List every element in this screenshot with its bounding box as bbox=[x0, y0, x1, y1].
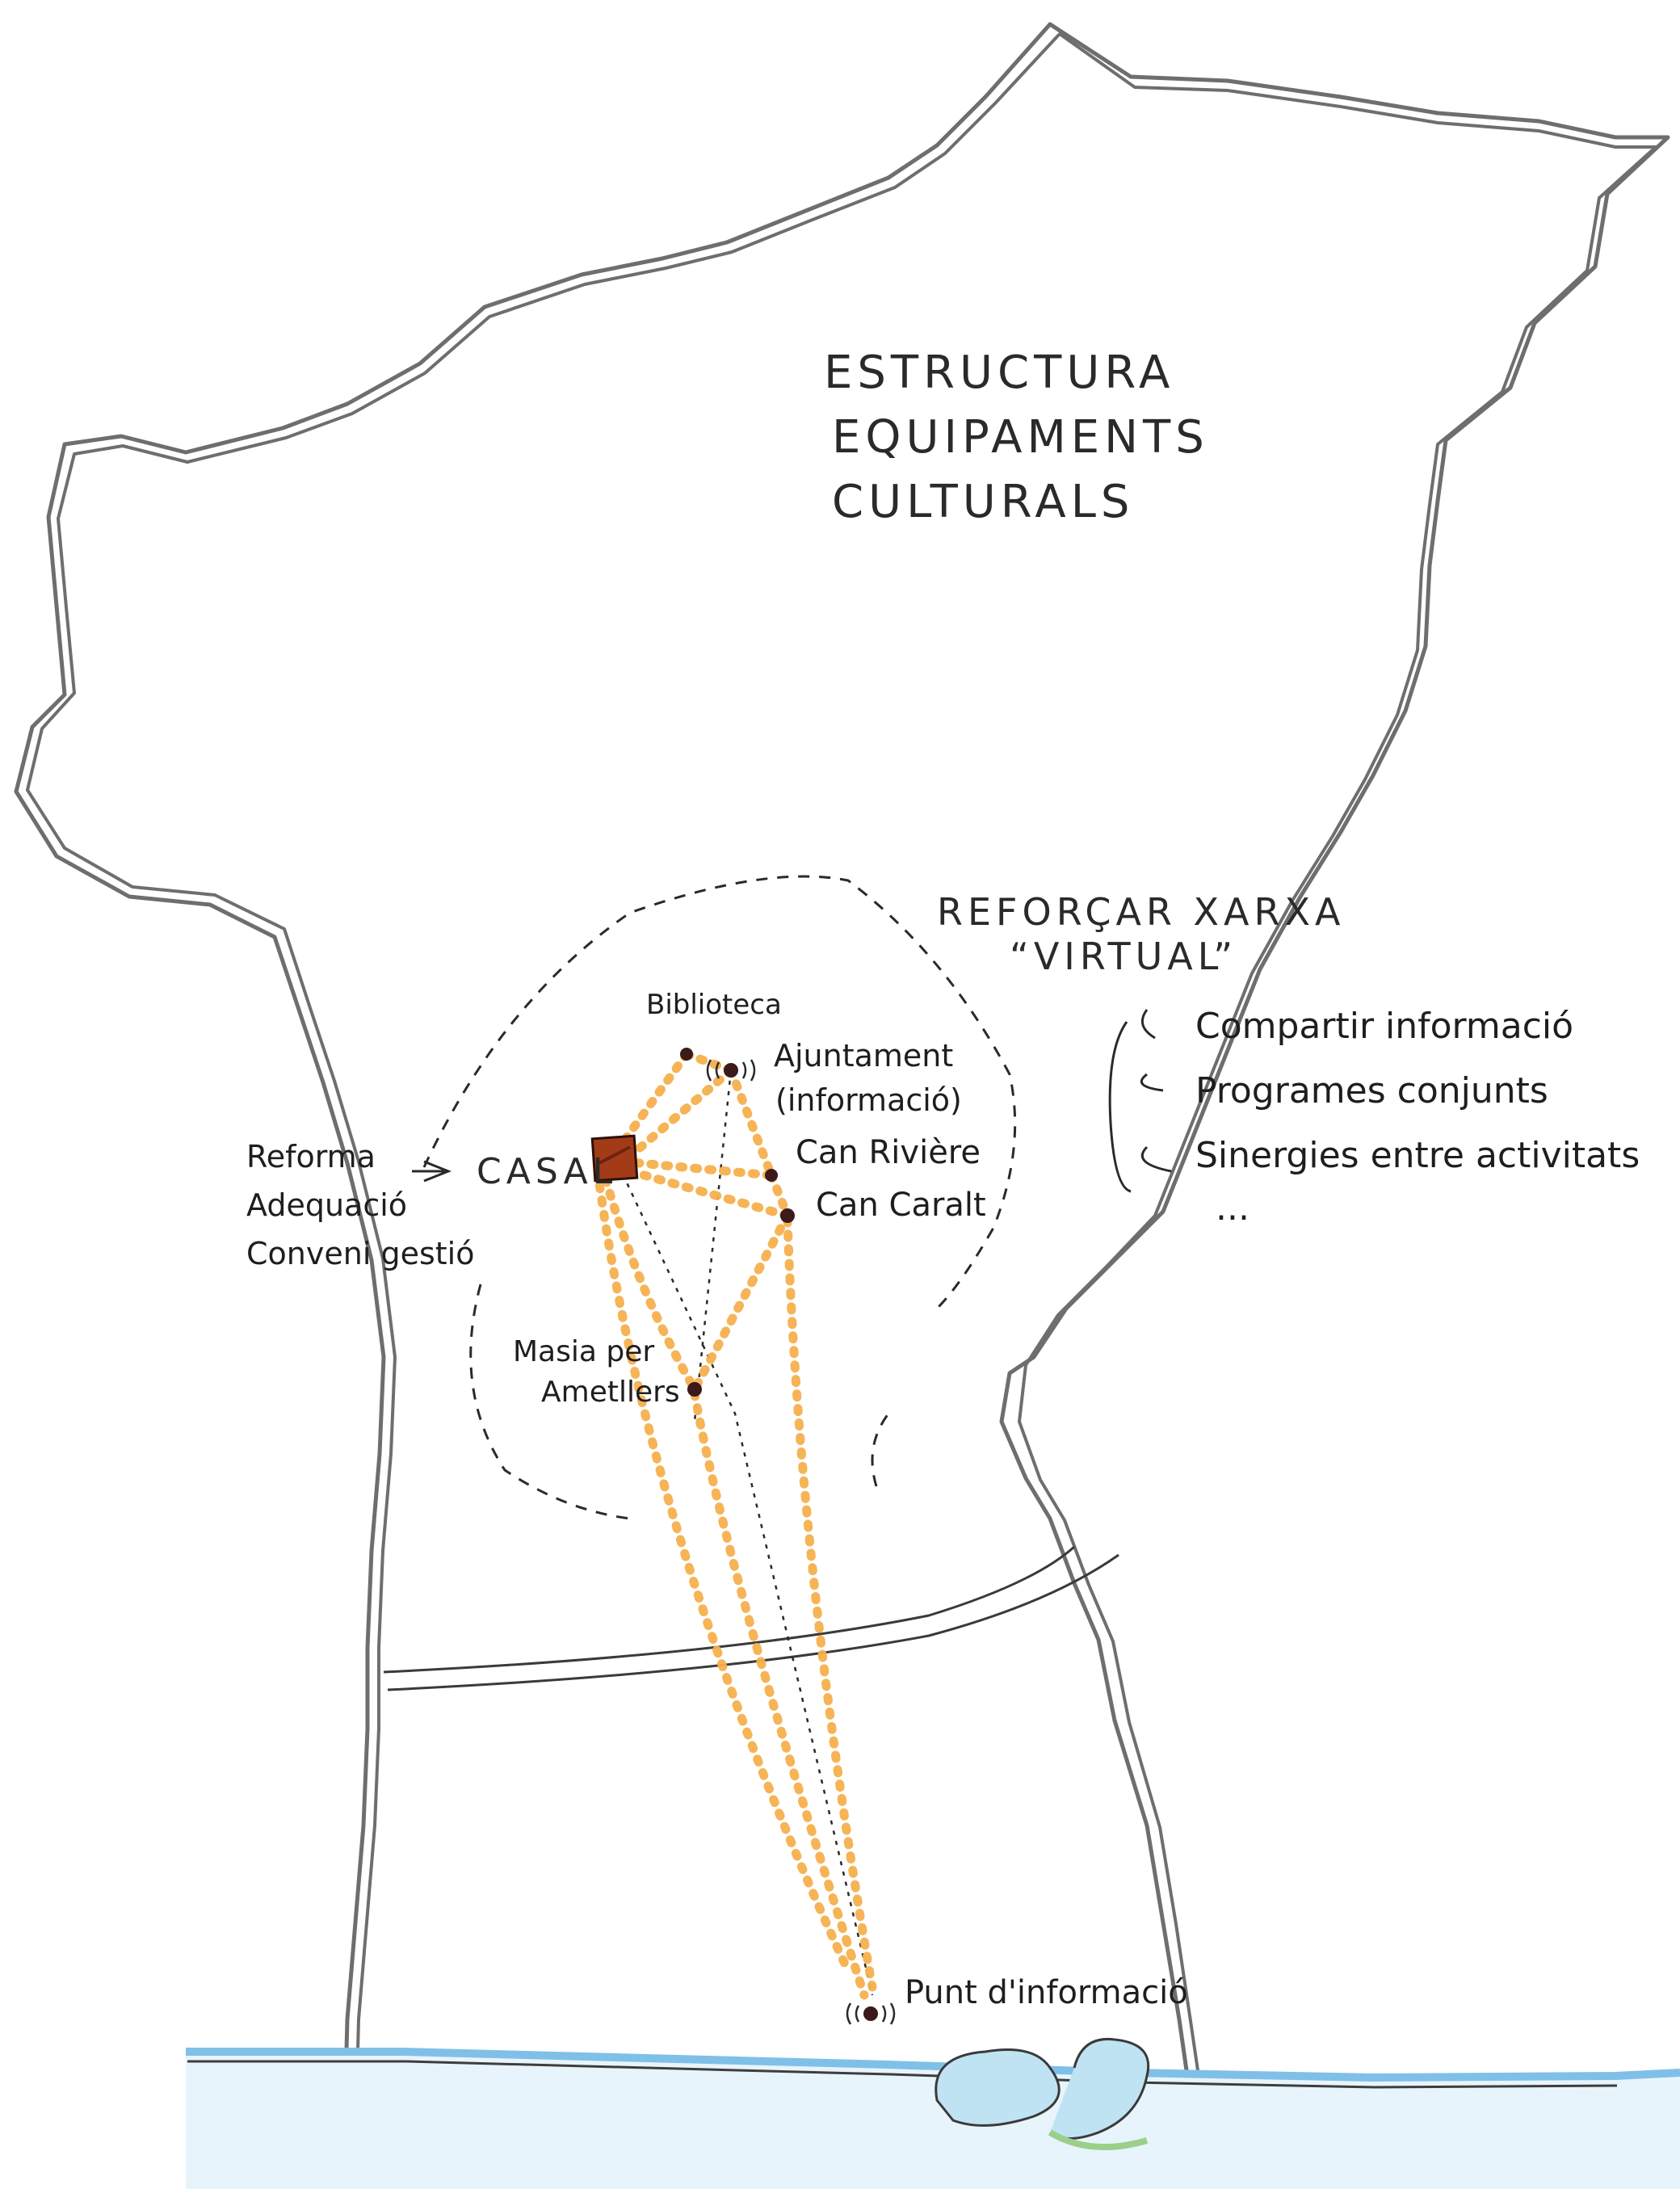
orange-routes bbox=[593, 1049, 877, 2000]
place-labels: Biblioteca Ajuntament (informació) Can R… bbox=[513, 989, 1188, 2011]
harbour bbox=[934, 2037, 1150, 2150]
label-ajuntament-2: (informació) bbox=[775, 1082, 962, 1118]
node-can-riviere bbox=[765, 1169, 778, 1182]
label-masia-2: Ametllers bbox=[541, 1376, 680, 1409]
network-item-4: ... bbox=[1216, 1187, 1250, 1229]
node-punt-informacio bbox=[863, 2006, 878, 2021]
casal-note-3: Conveni gestió bbox=[246, 1236, 474, 1271]
title-line-2: EQUIPAMENTS bbox=[832, 411, 1209, 464]
casal-marker bbox=[590, 1134, 639, 1183]
place-nodes bbox=[680, 1048, 878, 2021]
municipality-boundary bbox=[14, 22, 1670, 2082]
label-biblioteca: Biblioteca bbox=[646, 989, 782, 1021]
network-heading-1: REFORÇAR XARXA bbox=[937, 890, 1345, 934]
network-item-1: Compartir informació bbox=[1195, 1006, 1573, 1047]
notes-arrow bbox=[412, 1160, 452, 1183]
list-bracket bbox=[1108, 1009, 1172, 1193]
coastline bbox=[186, 2048, 1680, 2189]
label-ajuntament-1: Ajuntament bbox=[774, 1038, 953, 1073]
label-can-caralt: Can Caralt bbox=[816, 1187, 986, 1224]
network-item-2: Programes conjunts bbox=[1195, 1070, 1548, 1111]
title-line-1: ESTRUCTURA bbox=[824, 347, 1174, 399]
network-item-3: Sinergies entre activitats bbox=[1195, 1135, 1640, 1176]
casal-label: CASAL bbox=[477, 1151, 617, 1192]
node-can-caralt bbox=[780, 1208, 795, 1223]
influence-area bbox=[422, 875, 1017, 1520]
casal-labels: CASAL Reforma Adequació Conveni gestió bbox=[246, 1139, 617, 1271]
map-title: ESTRUCTURA EQUIPAMENTS CULTURALS bbox=[824, 347, 1209, 528]
wave-icons bbox=[706, 1059, 896, 2025]
casal-note-1: Reforma bbox=[246, 1139, 376, 1174]
label-masia-1: Masia per bbox=[513, 1335, 654, 1368]
label-punt-informacio: Punt d'informació bbox=[905, 1974, 1188, 2011]
label-can-riviere: Can Rivière bbox=[796, 1134, 981, 1171]
network-heading-2: “VIRTUAL” bbox=[1010, 935, 1237, 978]
node-masia bbox=[687, 1382, 702, 1397]
casal-note-2: Adequació bbox=[246, 1187, 407, 1223]
connector-lines bbox=[612, 1069, 874, 1996]
railway-line bbox=[383, 1545, 1119, 1691]
network-panel: REFORÇAR XARXA “VIRTUAL” Compartir infor… bbox=[937, 890, 1640, 1229]
node-ajuntament bbox=[724, 1063, 738, 1078]
title-line-3: CULTURALS bbox=[832, 476, 1134, 528]
node-biblioteca bbox=[680, 1048, 693, 1061]
